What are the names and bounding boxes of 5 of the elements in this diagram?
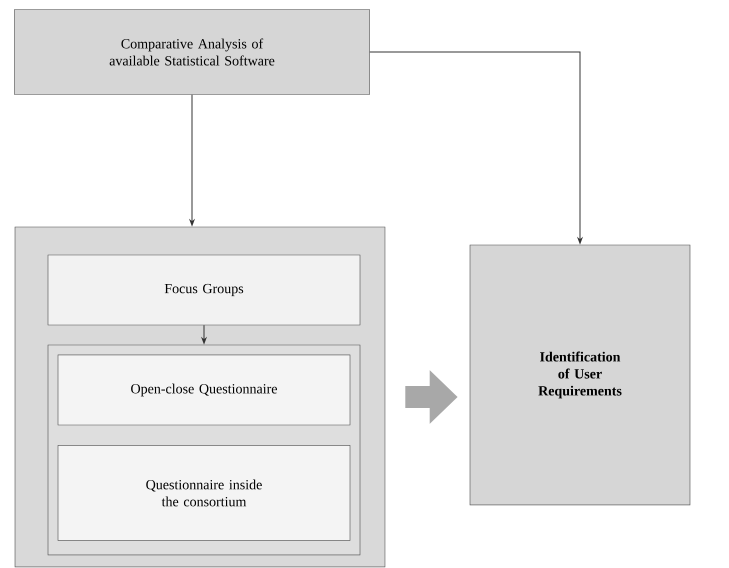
process-box: Open-close Questionnaire	[58, 354, 350, 426]
process-box: Focus Groups	[48, 254, 360, 326]
process-box: Comparative Analysis of available Statistical Software	[14, 9, 370, 95]
process-box: Identification of User Requirements	[470, 244, 690, 506]
process-box: Questionnaire inside the consortium	[58, 445, 350, 541]
